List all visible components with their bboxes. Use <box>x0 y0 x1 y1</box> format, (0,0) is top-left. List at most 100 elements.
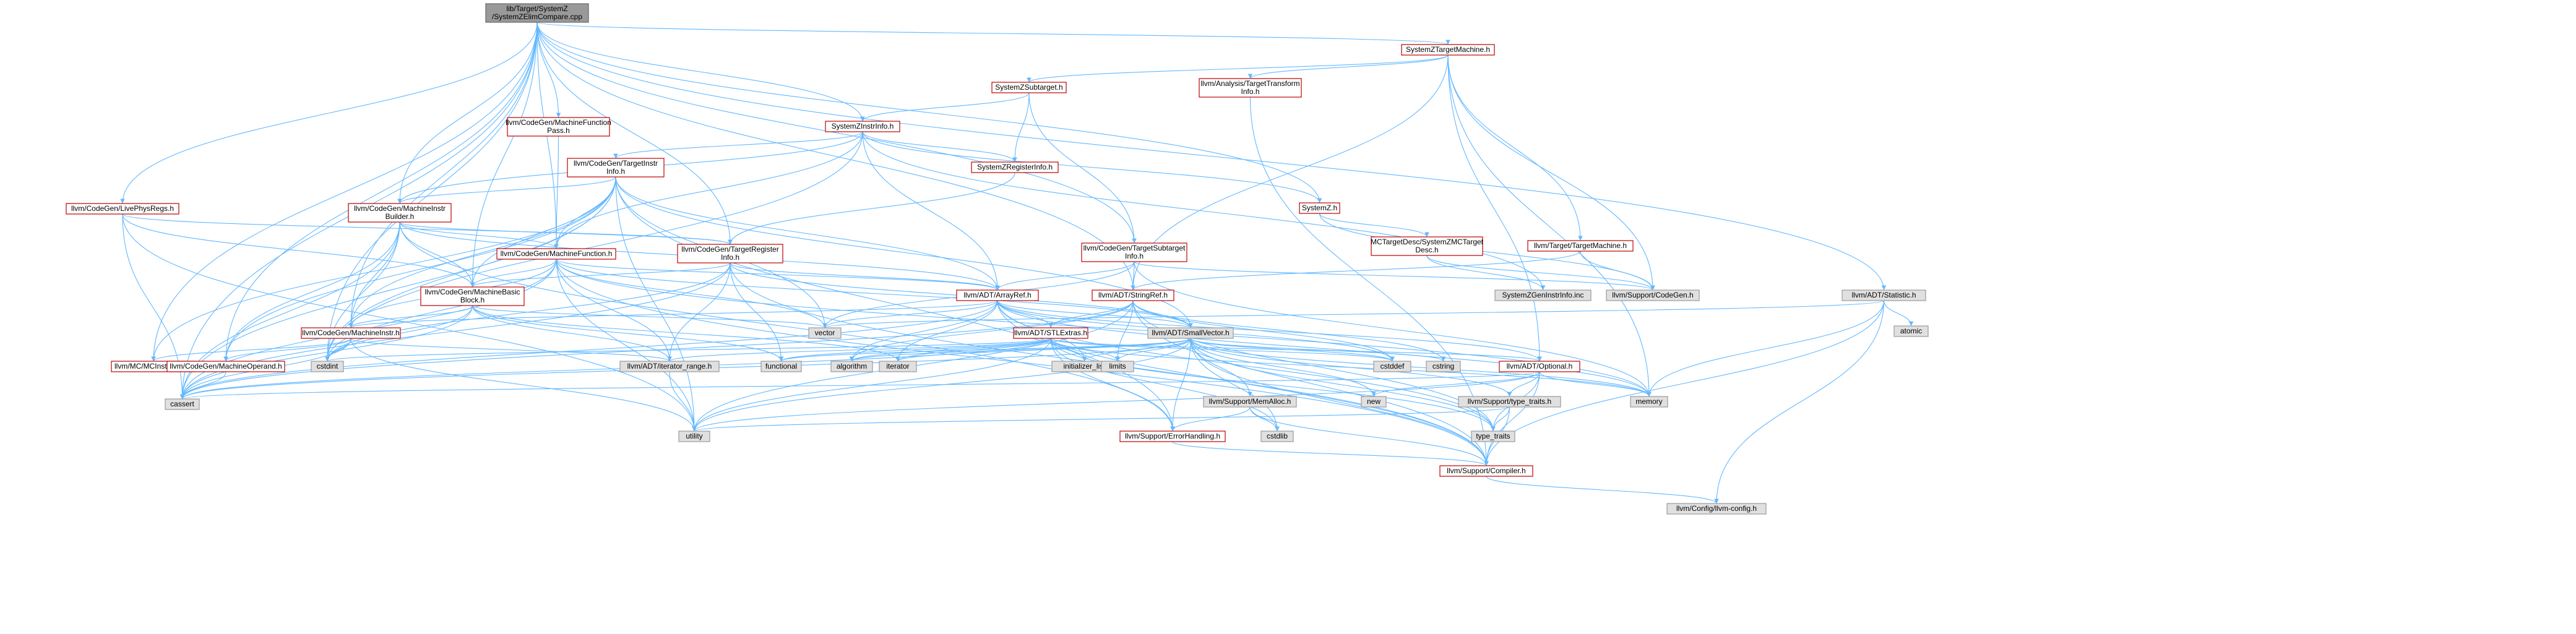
edge-mctarget_desc-to-systemz_gen_instr_info <box>1426 255 1546 291</box>
node-systemz-gen-instr-info[interactable]: SystemZGenInstrInfo.inc <box>1494 289 1592 301</box>
edge-root-to-target_subtarget_info <box>536 22 1137 244</box>
node-box <box>1260 431 1294 442</box>
node-systemz-register-info[interactable]: SystemZRegisterInfo.h <box>971 161 1059 173</box>
node-systemz-target-machine[interactable]: SystemZTargetMachine.h <box>1401 44 1495 56</box>
node-support-codegen[interactable]: llvm/Support/CodeGen.h <box>1606 289 1700 301</box>
node-config-llvm-config[interactable]: llvm/Config/llvm-config.h <box>1666 503 1767 515</box>
node-box <box>165 398 200 410</box>
node-box <box>1606 289 1700 301</box>
node-memory[interactable]: memory <box>1630 396 1668 408</box>
node-support-compiler[interactable]: llvm/Support/Compiler.h <box>1439 465 1533 477</box>
node-type-traits[interactable]: type_traits <box>1471 431 1515 442</box>
node-adt-statistic[interactable]: llvm/ADT/Statistic.h <box>1842 289 1926 301</box>
node-cassert[interactable]: cassert <box>165 398 200 410</box>
edge-machine_function-to-adt_smallvector <box>556 259 1193 328</box>
node-machine-function[interactable]: llvm/CodeGen/MachineFunction.h <box>496 248 616 260</box>
node-label: MCTargetDesc/SystemZMCTarget <box>1371 238 1484 246</box>
edge-root-to-machine_instr_builder <box>397 22 538 204</box>
node-adt-iterator-range[interactable]: llvm/ADT/iterator_range.h <box>619 361 720 372</box>
node-machine-instr[interactable]: llvm/CodeGen/MachineInstr.h <box>301 327 401 339</box>
edge-adt_stlextras-to-type_traits <box>1050 338 1496 432</box>
node-atomic[interactable]: atomic <box>1893 325 1929 337</box>
node-box <box>825 121 900 132</box>
node-box <box>760 361 802 372</box>
edge-machine_instr-to-adt_iterator_range <box>350 338 672 362</box>
node-box <box>1371 236 1483 256</box>
node-algorithm[interactable]: algorithm <box>830 361 873 372</box>
node-iterator[interactable]: iterator <box>879 361 917 372</box>
node-label: Info.h <box>1125 252 1144 260</box>
edge-adt_arrayref-to-adt_smallvector <box>997 300 1193 328</box>
node-adt-optional[interactable]: llvm/ADT/Optional.h <box>1499 361 1580 372</box>
edge-root-to-adt_stringref <box>536 22 1135 291</box>
node-systemz-h[interactable]: SystemZ.h <box>1299 202 1340 214</box>
edge-target_register_info-to-cassert <box>179 262 731 400</box>
edge-support_type_traits-to-utility <box>692 406 1510 432</box>
node-label: Desc.h <box>1415 246 1438 254</box>
node-label: llvm/Config/llvm-config.h <box>1676 504 1757 513</box>
node-box <box>496 248 616 260</box>
node-initializer-list[interactable]: initializer_list <box>1051 361 1118 372</box>
node-cstring[interactable]: cstring <box>1426 361 1461 372</box>
edge-systemz_target_machine-to-target_transform_info <box>1247 54 1449 79</box>
edge-target_register_info-to-functional <box>730 262 784 362</box>
node-target-target-machine[interactable]: llvm/Target/TargetMachine.h <box>1527 240 1634 252</box>
node-adt-arrayref[interactable]: llvm/ADT/ArrayRef.h <box>956 289 1039 301</box>
edge-mctarget_desc-to-support_codegen <box>1426 255 1655 291</box>
edge-machine_instr_builder-to-machine_operand <box>223 221 400 362</box>
node-cstdint[interactable]: cstdint <box>311 361 344 372</box>
node-support-type-traits[interactable]: llvm/Support/type_traits.h <box>1458 396 1561 408</box>
edge-adt_arrayref-to-memory <box>997 300 1652 397</box>
node-label: cstdint <box>317 362 338 371</box>
edge-support_type_traits-to-type_traits <box>1491 406 1510 432</box>
edge-adt_smallvector-to-algorithm <box>849 338 1191 362</box>
edge-live_phys_regs-to-utility <box>122 213 697 432</box>
node-support-memalloc[interactable]: llvm/Support/MemAlloc.h <box>1203 396 1297 408</box>
node-box <box>1373 361 1411 372</box>
node-vector[interactable]: vector <box>808 327 842 339</box>
node-limits[interactable]: limits <box>1101 361 1134 372</box>
node-cstdlib[interactable]: cstdlib <box>1260 431 1294 442</box>
node-label: Info.h <box>1241 87 1259 96</box>
node-adt-stringref[interactable]: llvm/ADT/StringRef.h <box>1092 289 1174 301</box>
node-utility[interactable]: utility <box>678 431 710 442</box>
edge-target_instr_info-to-machine_instr <box>348 176 616 328</box>
node-label: llvm/CodeGen/MachineBasic <box>424 288 520 296</box>
node-systemz-subtarget[interactable]: SystemZSubtarget.h <box>991 82 1067 93</box>
edge-adt_stringref-to-cstring <box>1132 300 1446 362</box>
node-systemz-instr-info[interactable]: SystemZInstrInfo.h <box>825 121 900 132</box>
node-box <box>420 286 525 306</box>
edge-adt_iterator_range-to-utility <box>669 371 697 432</box>
node-label: atomic <box>1900 327 1922 335</box>
edge-machine_basic_block-to-cassert <box>179 305 473 400</box>
node-new[interactable]: new <box>1361 396 1387 408</box>
node-label: llvm/CodeGen/MachineFunction <box>506 118 611 127</box>
edge-systemz_subtarget-to-systemz_register_info <box>1012 92 1030 163</box>
edge-support_memalloc-to-support_error_handling <box>1170 406 1251 432</box>
node-box <box>311 361 344 372</box>
node-support-error-handling[interactable]: llvm/Support/ErrorHandling.h <box>1119 431 1226 442</box>
node-label: Pass.h <box>547 126 570 135</box>
node-adt-stlextras[interactable]: llvm/ADT/STLExtras.h <box>1013 327 1088 339</box>
node-label: llvm/ADT/iterator_range.h <box>627 362 712 371</box>
node-cstddef[interactable]: cstddef <box>1373 361 1411 372</box>
node-machine-operand[interactable]: llvm/CodeGen/MachineOperand.h <box>166 361 285 372</box>
edge-adt_smallvector-to-functional <box>778 338 1191 362</box>
node-adt-smallvector[interactable]: llvm/ADT/SmallVector.h <box>1147 327 1234 339</box>
edge-target_target_machine-to-support_codegen <box>1580 251 1655 291</box>
node-label: SystemZSubtarget.h <box>995 83 1062 92</box>
node-label: limits <box>1109 362 1126 371</box>
edge-adt_stlextras-to-support_error_handling <box>1050 338 1175 432</box>
edge-adt_smallvector-to-cstddef <box>1190 338 1395 362</box>
node-functional[interactable]: functional <box>760 361 802 372</box>
node-live-phys-regs[interactable]: llvm/CodeGen/LivePhysRegs.h <box>66 203 179 215</box>
node-box <box>678 431 710 442</box>
